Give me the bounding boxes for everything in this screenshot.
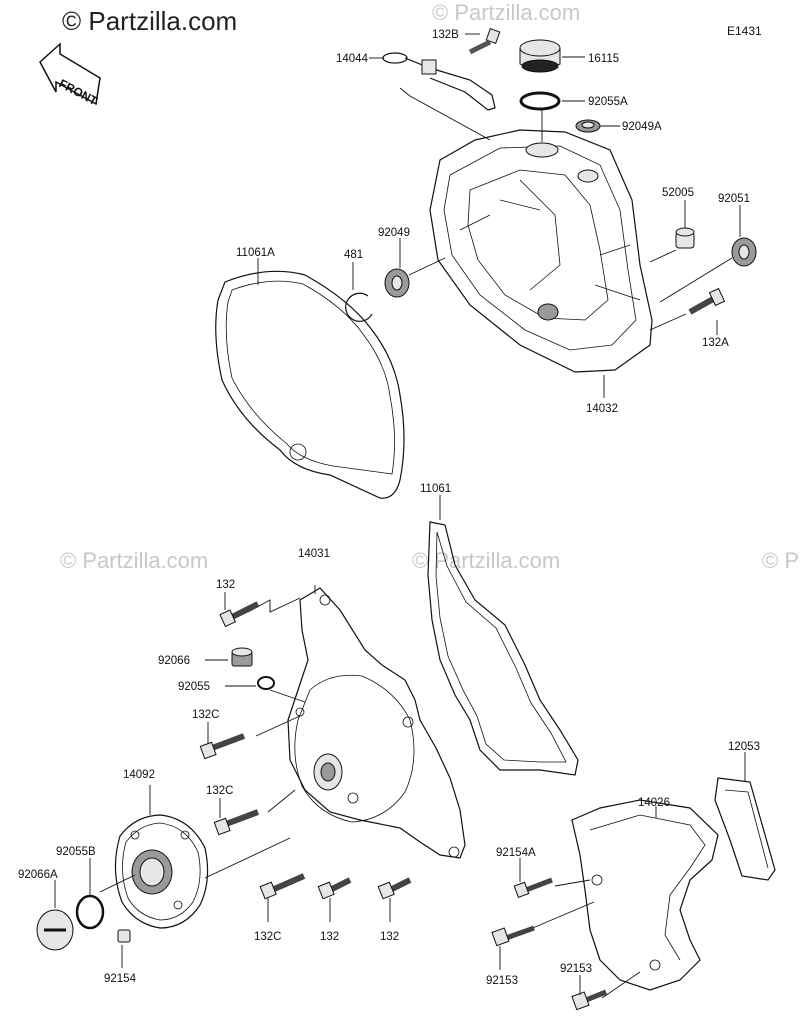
label-14044: 14044 xyxy=(336,53,369,65)
clutch-cover-14032[interactable] xyxy=(429,129,653,373)
bolt-132C[interactable] xyxy=(213,809,260,836)
label-52005: 52005 xyxy=(662,187,694,199)
label-14092: 14092 xyxy=(123,769,155,781)
o-ring-92055A[interactable] xyxy=(519,91,561,111)
generator-cover-14031[interactable] xyxy=(287,587,466,859)
watermark: © Partzilla.com xyxy=(60,548,209,573)
brand-logo: © Partzilla.com xyxy=(62,6,238,36)
label-11061: 11061 xyxy=(420,483,451,495)
bolt-132[interactable] xyxy=(377,877,412,900)
label-16115: 16115 xyxy=(588,53,619,65)
label-132A: 132A xyxy=(702,337,729,349)
bolt-92153[interactable] xyxy=(571,989,607,1011)
oil-seal-92049A[interactable] xyxy=(575,119,601,133)
label-132: 132 xyxy=(320,931,339,943)
label-481: 481 xyxy=(344,249,363,261)
label-132B: 132B xyxy=(432,29,459,41)
watermark: © Partzilla.com xyxy=(762,548,800,573)
label-92049A: 92049A xyxy=(622,121,662,133)
oil-filler-cap-16115[interactable] xyxy=(519,39,561,73)
breather-14044[interactable] xyxy=(382,52,496,111)
label-92066A: 92066A xyxy=(18,869,58,881)
bolt-92153[interactable] xyxy=(491,925,535,947)
label-92154: 92154 xyxy=(104,973,137,985)
label-92153: 92153 xyxy=(486,975,518,987)
label-92055: 92055 xyxy=(178,681,210,693)
leader-lines xyxy=(54,33,746,995)
label-11061A: 11061A xyxy=(236,247,275,259)
label-132C: 132C xyxy=(192,709,220,721)
label-14031: 14031 xyxy=(298,548,330,560)
plug-92066[interactable] xyxy=(231,647,253,667)
gasket-11061[interactable] xyxy=(427,521,579,776)
label-92055A: 92055A xyxy=(588,96,628,108)
o-ring-92055[interactable] xyxy=(257,676,275,690)
label-14032: 14032 xyxy=(586,403,618,415)
diagram-code: E1431 xyxy=(727,24,762,38)
front-arrow-icon: FRONT xyxy=(39,42,101,108)
label-92049: 92049 xyxy=(378,227,410,239)
label-92066: 92066 xyxy=(158,655,190,667)
label-132: 132 xyxy=(380,931,399,943)
bolt-132[interactable] xyxy=(317,877,352,900)
label-92153: 92153 xyxy=(560,963,592,975)
bolt-92154A[interactable] xyxy=(513,877,553,898)
o-ring-92055B[interactable] xyxy=(75,894,105,930)
cover-14092[interactable] xyxy=(114,814,209,929)
oil-seal-92049[interactable] xyxy=(384,268,410,298)
label-132C: 132C xyxy=(206,785,234,797)
bolt-132C[interactable] xyxy=(259,873,306,900)
label-92051: 92051 xyxy=(718,193,750,205)
bolt-92154[interactable] xyxy=(117,929,131,943)
label-132C: 132C xyxy=(254,931,282,943)
label-14026: 14026 xyxy=(638,797,670,809)
circlip-481[interactable] xyxy=(345,292,373,322)
watermark: © Partzilla.com xyxy=(432,0,581,25)
bolt-132B[interactable] xyxy=(468,28,501,55)
bolt-132A[interactable] xyxy=(688,287,726,315)
label-92055B: 92055B xyxy=(56,846,96,858)
oil-seal-92051[interactable] xyxy=(731,237,757,267)
plug-92066A[interactable] xyxy=(36,909,74,951)
bolt-132C[interactable] xyxy=(199,733,246,760)
gasket-11061A[interactable] xyxy=(215,270,405,499)
bracket-12053[interactable] xyxy=(714,777,776,881)
label-92154A: 92154A xyxy=(496,847,536,859)
dowel-52005[interactable] xyxy=(675,227,695,249)
label-12053: 12053 xyxy=(728,741,760,753)
label-132: 132 xyxy=(216,579,235,591)
chain-cover-14026[interactable] xyxy=(571,799,719,991)
bolt-132[interactable] xyxy=(219,601,260,628)
